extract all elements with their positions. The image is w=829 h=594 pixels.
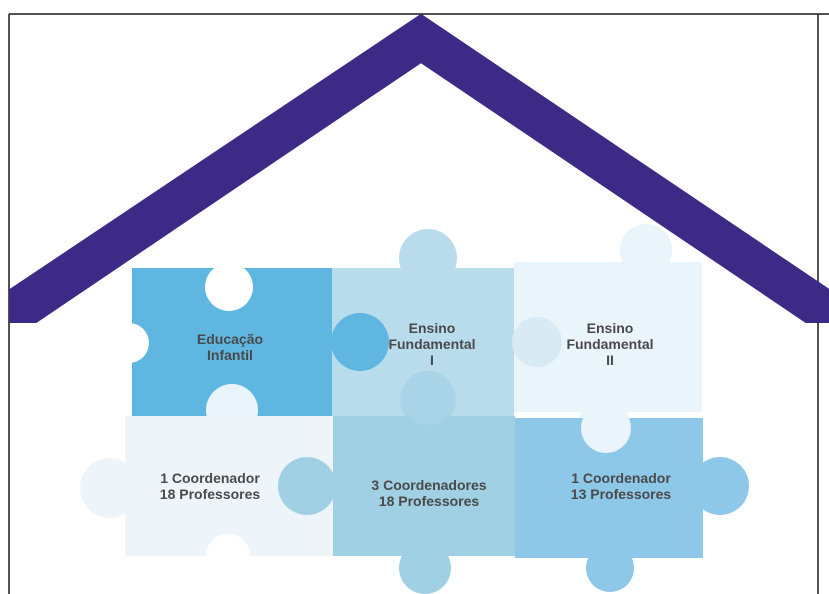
label-educacao-infantil: Educação Infantil xyxy=(190,331,270,363)
label-line: 13 Professores xyxy=(570,486,672,502)
label-line: Educação xyxy=(196,331,264,347)
label-line: 3 Coordenadores xyxy=(371,477,487,493)
puzzle-piece-staff-fund-1 xyxy=(333,371,515,594)
label-line: 1 Coordenador xyxy=(571,470,671,486)
label-line: 18 Professores xyxy=(159,486,261,502)
house-roof xyxy=(9,14,829,323)
puzzle-piece-staff-fund-2 xyxy=(515,403,749,592)
label-line: Fundamental xyxy=(388,336,476,352)
label-line: I xyxy=(430,352,434,368)
label-line: 18 Professores xyxy=(378,493,480,509)
label-line: Fundamental xyxy=(566,336,654,352)
label-line: 1 Coordenador xyxy=(160,470,260,486)
label-line: Infantil xyxy=(207,347,253,363)
label-staff-fund-2: 1 Coordenador 13 Professores xyxy=(551,470,691,502)
label-line: Ensino xyxy=(586,320,634,336)
label-line: II xyxy=(606,352,614,368)
puzzle-piece-educacao-infantil xyxy=(109,263,389,436)
label-fundamental-2: Ensino Fundamental II xyxy=(560,320,660,368)
label-staff-infantil: 1 Coordenador 18 Professores xyxy=(140,470,280,502)
label-line: Ensino xyxy=(408,320,456,336)
label-fundamental-1: Ensino Fundamental I xyxy=(382,320,482,368)
label-staff-fund-1: 3 Coordenadores 18 Professores xyxy=(354,477,504,509)
puzzle-piece-staff-infantil xyxy=(80,416,336,578)
